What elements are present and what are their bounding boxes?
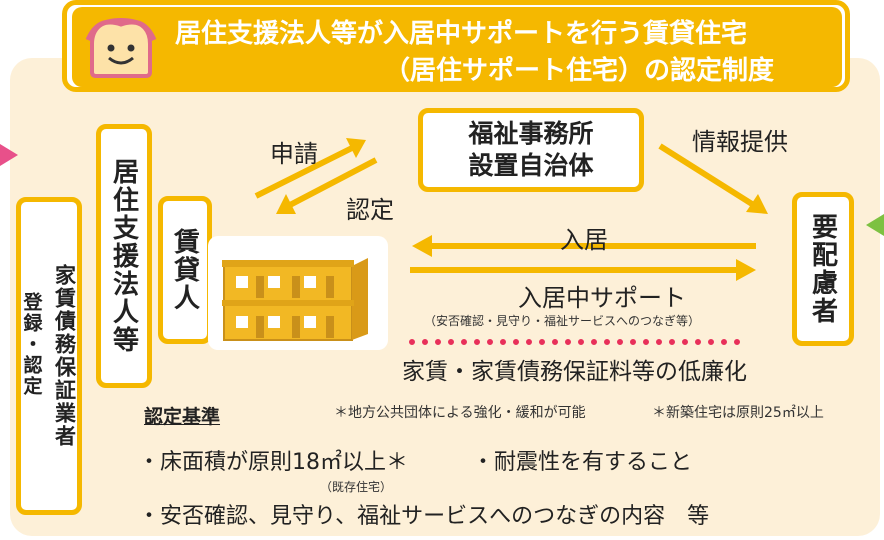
lower-cost-label: 家賃・家賃債務保証料等の低廉化 bbox=[402, 359, 747, 385]
title-line-1: 居住支援法人等が入居中サポートを行う賃貸住宅 bbox=[175, 19, 748, 49]
landlord-box: 賃貸人 bbox=[158, 196, 212, 344]
municipality-line-1: 福祉事務所 bbox=[468, 119, 594, 148]
info-label: 情報提供 bbox=[692, 128, 788, 156]
criteria-item-2: ・耐震性を有すること bbox=[472, 450, 693, 475]
municipality-box: 福祉事務所 設置自治体 bbox=[418, 108, 644, 192]
criteria-item-3: ・安否確認、見守り、福祉サービスへのつなぎの内容 等 bbox=[138, 504, 710, 529]
move-in-label: 入居 bbox=[560, 226, 608, 254]
municipality-line-2: 設置自治体 bbox=[468, 151, 594, 180]
guarantor-box: 家賃債務保証業者 登録・認定 bbox=[16, 197, 82, 515]
tenant-label: 要配慮者 bbox=[807, 213, 838, 325]
tenant-box: 要配慮者 bbox=[792, 192, 854, 346]
criteria-note-1: ＊地方公共団体による強化・緩和が可能 bbox=[334, 405, 586, 421]
landlord-label: 賃貸人 bbox=[169, 228, 200, 312]
criteria-item-1-note: （既存住宅） bbox=[320, 480, 393, 494]
guarantor-label: 家賃債務保証業者 bbox=[52, 264, 77, 448]
arrow-in-right-icon bbox=[866, 214, 884, 236]
apartment-building-icon bbox=[222, 258, 368, 341]
title-line-2: （居住サポート住宅）の認定制度 bbox=[384, 56, 775, 86]
support-corp-label: 居住支援法人等 bbox=[108, 158, 139, 354]
support-detail: （安否確認・見守り・福祉サービスへのつなぎ等） bbox=[424, 314, 701, 328]
title-banner bbox=[72, 7, 842, 87]
apply-label: 申請 bbox=[270, 140, 318, 168]
support-corp-box: 居住支援法人等 bbox=[96, 124, 152, 388]
arrow-in-left-icon bbox=[0, 144, 18, 166]
criteria-item-1: ・床面積が原則18㎡以上＊ bbox=[138, 450, 408, 475]
criteria-note-2: ＊新築住宅は原則25㎡以上 bbox=[652, 405, 824, 421]
criteria-heading: 認定基準 bbox=[144, 406, 221, 428]
certify-label: 認定 bbox=[346, 196, 394, 224]
registration-label: 登録・認定 bbox=[20, 292, 43, 397]
support-label: 入居中サポート bbox=[518, 284, 686, 312]
smiley-house-icon bbox=[85, 17, 157, 78]
